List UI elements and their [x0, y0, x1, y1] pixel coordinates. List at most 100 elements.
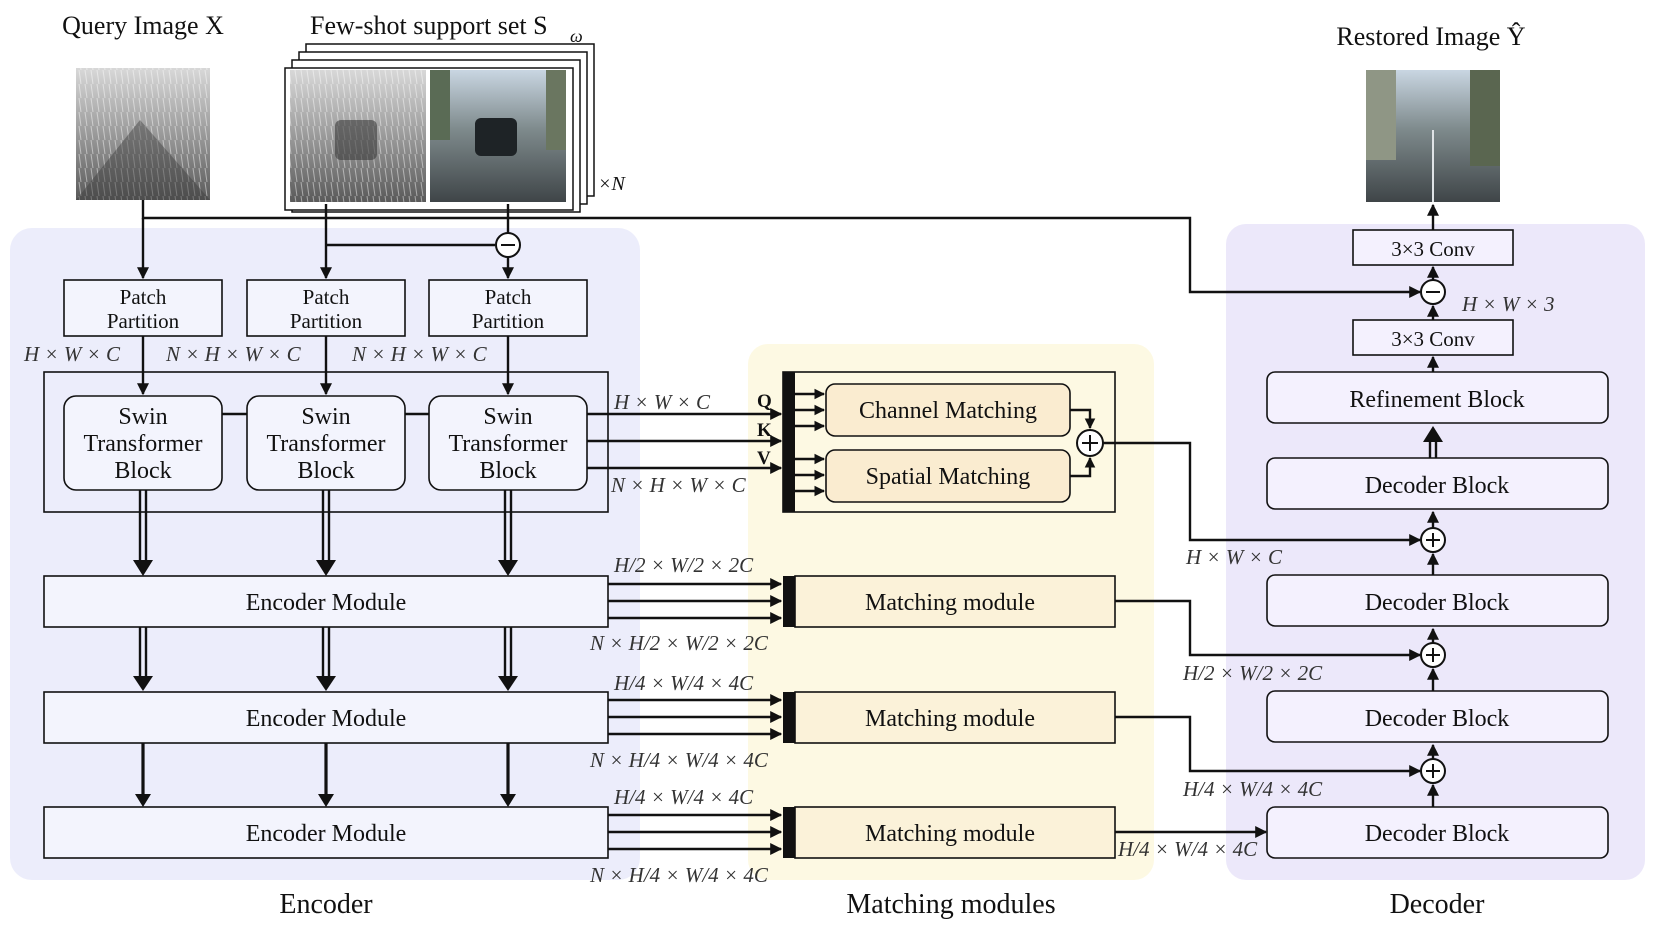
encoder-module-2: Encoder Module [43, 691, 609, 744]
swin-block-3: Swin Transformer Block [428, 395, 588, 491]
svg-text:Block: Block [297, 458, 354, 484]
spatial-matching-box: Spatial Matching [825, 449, 1071, 503]
decoder-block-4: Decoder Block [1266, 806, 1609, 859]
dim-l2-top: H/4 × W/4 × 4C [613, 671, 754, 695]
svg-text:Channel Matching: Channel Matching [859, 398, 1037, 424]
svg-text:Swin: Swin [483, 404, 532, 430]
matching-module-1: Matching module [794, 575, 1116, 628]
svg-text:Matching module: Matching module [865, 706, 1035, 732]
query-image-title: Query Image X [62, 11, 224, 40]
support-set-stack: ×N [284, 43, 626, 213]
restored-image [1366, 70, 1500, 202]
qkv-fanout-arrows [795, 388, 826, 497]
matching-section-label: Matching modules [846, 889, 1055, 920]
svg-text:Decoder Block: Decoder Block [1365, 590, 1510, 616]
svg-text:Transformer: Transformer [266, 431, 385, 457]
decoder-block-2: Decoder Block [1266, 574, 1609, 627]
patch-partition-2: Patch Partition [246, 279, 406, 337]
dim-l2-bottom: N × H/4 × W/4 × 4C [589, 748, 769, 772]
restored-image-title: Restored Image Ŷ [1336, 22, 1525, 51]
enc1-down-arrows [133, 627, 518, 691]
qkv-bar-3 [783, 807, 795, 858]
svg-text:Matching module: Matching module [865, 821, 1035, 847]
patch-partition-3: Patch Partition [428, 279, 588, 337]
plus-sign-dec-1 [1426, 533, 1440, 547]
channel-to-sum [1070, 408, 1096, 430]
encoder-section-label: Encoder [279, 889, 373, 920]
qkv-bar-1 [783, 576, 795, 627]
dim-l3-top: H/4 × W/4 × 4C [613, 785, 754, 809]
svg-text:3×3 Conv: 3×3 Conv [1391, 237, 1475, 261]
swin-block-2: Swin Transformer Block [246, 395, 406, 491]
encoder-module-1: Encoder Module [43, 575, 609, 628]
svg-text:Encoder Module: Encoder Module [246, 706, 407, 732]
query-skip-connector [141, 200, 1422, 298]
svg-text:Partition: Partition [107, 309, 180, 333]
q-label: Q [757, 391, 772, 412]
matching-module-3: Matching module [794, 806, 1116, 859]
dim-l3-bottom: N × H/4 × W/4 × 4C [589, 863, 769, 887]
plus-sign [1082, 435, 1098, 451]
matching1-to-decoder [1115, 599, 1422, 661]
svg-text:Transformer: Transformer [83, 431, 202, 457]
qkv-bar-2 [783, 692, 795, 743]
svg-text:Block: Block [479, 458, 536, 484]
dim-l1-bottom: N × H/2 × W/2 × 2C [589, 631, 769, 655]
plus-sign-dec-2 [1426, 648, 1440, 662]
enc2-down-arrows [135, 743, 516, 807]
dim-l0-bottom: N × H × W × C [610, 473, 747, 497]
matching-top-to-decoder [1103, 441, 1422, 546]
decoder-block-1: Decoder Block [1266, 457, 1609, 510]
spatial-to-sum [1070, 456, 1096, 478]
svg-text:Transformer: Transformer [448, 431, 567, 457]
v-label: V [757, 448, 771, 469]
refinement-block: Refinement Block [1266, 371, 1609, 424]
support-set-subscript: ω [570, 26, 583, 46]
dim-support-in: N × H × W × C [165, 342, 302, 366]
dim-l3-out: H/4 × W/4 × 4C [1117, 837, 1258, 861]
dim-query-in: H × W × C [23, 342, 121, 366]
svg-text:Patch: Patch [120, 285, 167, 309]
plus-sign-dec-3 [1426, 764, 1440, 778]
svg-text:Partition: Partition [290, 309, 363, 333]
swin-down-arrows [133, 490, 518, 576]
svg-text:Spatial Matching: Spatial Matching [866, 464, 1031, 490]
conv-block-bottom: 3×3 Conv [1352, 319, 1514, 356]
svg-text:Encoder Module: Encoder Module [246, 821, 407, 847]
dim-l1-top: H/2 × W/2 × 2C [613, 553, 754, 577]
svg-text:Partition: Partition [472, 309, 545, 333]
svg-text:Encoder Module: Encoder Module [246, 590, 407, 616]
matching-module-2: Matching module [794, 691, 1116, 744]
support-set-times-n: ×N [598, 173, 626, 195]
query-image [76, 68, 210, 200]
svg-text:3×3 Conv: 3×3 Conv [1391, 327, 1475, 351]
qkv-bar-top [783, 372, 795, 512]
svg-text:Swin: Swin [301, 404, 350, 430]
dim-dec-h2: H/2 × W/2 × 2C [1182, 661, 1323, 685]
svg-text:Swin: Swin [118, 404, 167, 430]
svg-text:Matching module: Matching module [865, 590, 1035, 616]
svg-text:Decoder Block: Decoder Block [1365, 473, 1510, 499]
svg-text:Refinement Block: Refinement Block [1349, 387, 1524, 413]
decoder-to-refine-arrow [1423, 426, 1443, 458]
patch-partition-1: Patch Partition [63, 279, 223, 337]
support-set-title: Few-shot support set S [310, 11, 548, 40]
svg-text:Decoder Block: Decoder Block [1365, 821, 1510, 847]
channel-matching-box: Channel Matching [825, 383, 1071, 437]
encoder-module-3: Encoder Module [43, 806, 609, 859]
decoder-section-label: Decoder [1390, 889, 1486, 920]
dim-dec-hwc: H × W × C [1185, 545, 1283, 569]
conv-block-top: 3×3 Conv [1352, 229, 1514, 266]
dim-dec-h4: H/4 × W/4 × 4C [1182, 777, 1323, 801]
matching2-to-decoder [1115, 715, 1422, 777]
svg-text:Decoder Block: Decoder Block [1365, 706, 1510, 732]
svg-text:Patch: Patch [303, 285, 350, 309]
decoder-block-3: Decoder Block [1266, 690, 1609, 743]
dim-l0-top: H × W × C [613, 390, 711, 414]
dim-residual-in: N × H × W × C [351, 342, 488, 366]
k-label: K [757, 420, 772, 441]
svg-text:Patch: Patch [485, 285, 532, 309]
swin-block-1: Swin Transformer Block [63, 395, 223, 491]
